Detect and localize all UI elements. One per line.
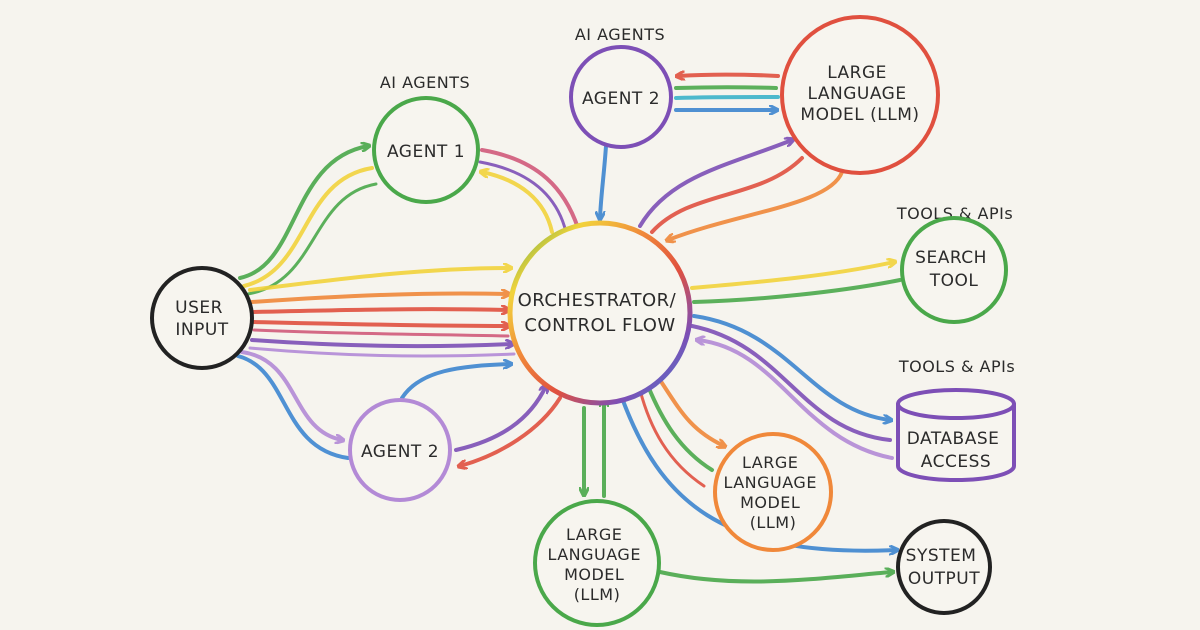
svg-text:DATABASE ACCESS: DATABASE ACCESS <box>907 429 1006 472</box>
svg-text:ORCHESTRATOR/ CONTROL FL: ORCHESTRATOR/ CONTROL FLOW <box>518 290 683 336</box>
agent2-bottom-label: AGENT 2 <box>361 442 439 462</box>
flow-lines <box>236 75 902 584</box>
agent2-top-ring <box>569 45 673 149</box>
system-output-ring <box>896 519 992 615</box>
flow-orch-to-search-yellow <box>690 262 894 290</box>
flow-user-to-orch-lilac <box>248 346 516 358</box>
flow-agent1-to-orch-pink <box>480 148 580 230</box>
llm-mid-label-line1: LARGE <box>742 453 798 472</box>
flow-user-to-orch-red1 <box>252 309 508 312</box>
flow-orch-to-llmmid-orange <box>658 378 724 446</box>
llm-bottom-ring <box>533 499 661 627</box>
llm-mid-node[interactable]: LARGE LANGUAGE MODEL (LLM) <box>713 432 833 552</box>
agent2-top-label: AGENT 2 <box>582 89 660 109</box>
flow-llmt-to-orch-orange <box>668 170 844 240</box>
svg-text:USER INPUT: USER INPUT <box>175 298 229 340</box>
flow-user-to-orch-orange <box>250 293 508 304</box>
tools-search-header: TOOLS & APIs <box>896 204 1013 223</box>
flow-db-to-orch-lilac <box>698 340 894 460</box>
llm-bottom-label-line2: LANGUAGE <box>547 545 640 564</box>
flow-agent2b-to-orch-blue <box>400 364 510 400</box>
agent2-bottom-ring <box>348 398 452 502</box>
svg-text:SEARCH TOOL: SEARCH TOOL <box>915 248 993 291</box>
llm-bottom-label-line3: MODEL <box>564 565 624 584</box>
flow-user-to-orch-purple <box>250 338 512 346</box>
search-tool-label-line2: TOOL <box>929 271 979 291</box>
llm-bottom-label-line4: (LLM) <box>574 585 621 604</box>
llm-top-label-line1: LARGE <box>827 63 887 83</box>
flow-user-to-agent1-green <box>238 146 368 280</box>
system-output-node[interactable]: SYSTEM OUTPUT <box>896 519 992 615</box>
llm-bottom-node[interactable]: LARGE LANGUAGE MODEL (LLM) <box>533 499 661 627</box>
orchestrator-ring <box>507 220 693 406</box>
user-input-label-line1: USER <box>175 298 223 318</box>
agent2-bottom-node[interactable]: AGENT 2 <box>348 398 452 502</box>
flow-user-to-agent1-yellow <box>242 166 374 288</box>
svg-text:SYSTEM OUTPUT: SYSTEM OUTPUT <box>906 546 983 589</box>
agent2-top-node[interactable]: AGENT 2 <box>569 45 673 149</box>
agent1-ring <box>372 96 480 204</box>
search-tool-ring <box>900 216 1008 324</box>
flow-user-to-agent2b-lilac <box>240 350 342 440</box>
flow-llm-to-agent2t-red <box>678 75 780 77</box>
flow-orch-to-llmmid-red <box>638 388 706 488</box>
system-output-label-line1: SYSTEM <box>906 546 977 566</box>
search-tool-label-line1: SEARCH <box>915 248 987 268</box>
llm-mid-label-line2: LANGUAGE <box>723 473 816 492</box>
flow-user-to-orch-yellow <box>248 268 510 292</box>
flow-db-to-orch-purple <box>690 324 892 442</box>
database-cylinder-icon <box>896 388 1016 482</box>
tools-db-header: TOOLS & APIs <box>898 357 1015 376</box>
llm-top-ring <box>780 15 940 175</box>
flow-search-to-orch-green <box>692 278 902 304</box>
svg-text:LARGE LANGUAGE MOD: LARGE LANGUAGE MODEL (LLM) <box>547 525 646 604</box>
flow-agent1-to-orch-purple <box>478 160 568 234</box>
flow-agent2t-to-llm-teal <box>674 95 780 100</box>
flow-orch-to-llmt-purple <box>638 140 792 228</box>
llm-mid-label-line3: MODEL <box>740 493 800 512</box>
flow-agent2b-to-orch-purple <box>454 386 546 452</box>
llm-mid-label-line4: (LLM) <box>750 513 797 532</box>
flow-orch-to-agent2b-red <box>460 396 562 466</box>
database-access-node[interactable]: DATABASE ACCESS <box>896 388 1016 482</box>
flow-user-to-orch-pink <box>252 328 510 338</box>
flow-orch-to-llmmid-green <box>646 384 714 472</box>
llm-bottom-label-line1: LARGE <box>566 525 622 544</box>
flow-llmb-to-output-green <box>658 572 892 584</box>
llm-top-label-line3: MODEL (LLM) <box>800 105 919 125</box>
flow-orch-to-output-blue <box>620 396 896 551</box>
orchestrator-label-line2: CONTROL FLOW <box>524 315 675 336</box>
svg-text:LARGE LANGUAGE MOD: LARGE LANGUAGE MODEL (LLM) <box>800 63 919 125</box>
flow-orch-to-db-blue <box>692 314 890 420</box>
user-input-label-line2: INPUT <box>175 320 228 340</box>
svg-text:LARGE LANGUAGE MOD: LARGE LANGUAGE MODEL (LLM) <box>723 453 822 532</box>
orchestrator-label-line1: ORCHESTRATOR/ <box>518 290 677 311</box>
database-label-line2: ACCESS <box>921 452 991 472</box>
flow-agent2t-to-llm-green <box>674 85 778 90</box>
user-input-ring <box>150 266 254 370</box>
agent1-label: AGENT 1 <box>387 142 465 162</box>
ai-agents-top-header: AI AGENTS <box>575 25 665 44</box>
flow-user-to-orch-red2 <box>252 320 508 326</box>
llm-mid-ring <box>713 432 833 552</box>
flow-agent1-to-orch-yellow <box>482 172 554 234</box>
orchestrator-node[interactable]: ORCHESTRATOR/ CONTROL FLOW <box>507 220 693 406</box>
agent1-node[interactable]: AGENT 1 <box>372 96 480 204</box>
flow-agent2t-to-orch-blue <box>600 144 608 218</box>
user-input-node[interactable]: USER INPUT <box>150 266 254 370</box>
llm-top-label-line2: LANGUAGE <box>808 84 907 104</box>
flow-user-to-agent2b-blue <box>236 354 350 460</box>
llm-top-node[interactable]: LARGE LANGUAGE MODEL (LLM) <box>780 15 940 175</box>
ai-agents-left-header: AI AGENTS <box>380 73 470 92</box>
system-output-label-line2: OUTPUT <box>908 569 980 589</box>
database-label-line1: DATABASE <box>907 429 1000 449</box>
search-tool-node[interactable]: SEARCH TOOL <box>900 216 1008 324</box>
flow-orch-to-llmt-red <box>650 156 804 234</box>
